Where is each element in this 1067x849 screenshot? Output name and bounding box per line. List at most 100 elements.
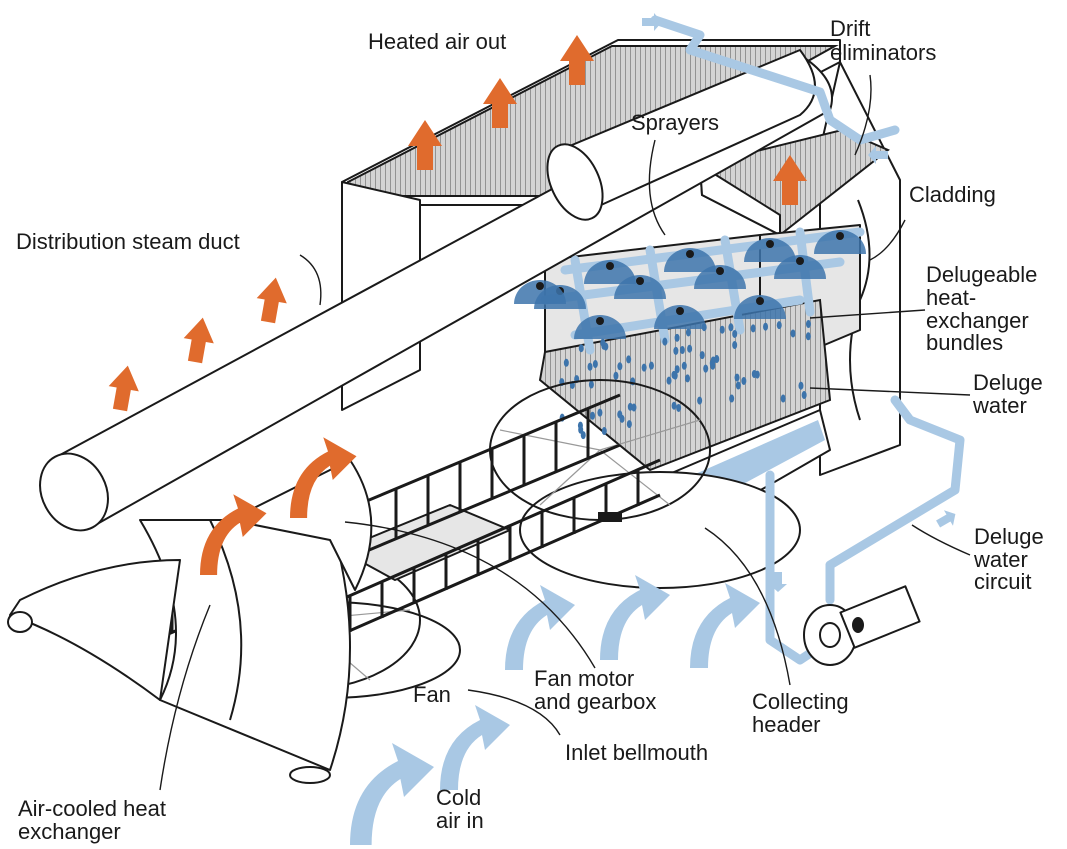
flow-arrow-icon — [769, 572, 787, 592]
water-droplet — [673, 346, 679, 355]
sprayer-nozzle — [766, 240, 774, 248]
water-droplet — [674, 333, 680, 342]
cold-air-arrows — [350, 13, 956, 845]
water-droplet — [776, 321, 782, 330]
up-arrow-icon — [256, 277, 287, 324]
water-droplet — [626, 420, 632, 429]
label-heated-air-out: Heated air out — [368, 29, 506, 54]
label-fan-motor: Fan motor — [534, 666, 634, 691]
sprayer-nozzle — [836, 232, 844, 240]
spray-icon — [744, 238, 796, 262]
label-air-cooled-heat-exchanger-2: exchanger — [18, 819, 121, 844]
leader-lines — [159, 74, 971, 791]
deluge-water-droplets — [559, 320, 811, 440]
label-delugeable-4: bundles — [926, 330, 1003, 355]
water-droplet — [805, 332, 811, 341]
water-droplet — [728, 323, 734, 332]
water-droplet — [763, 322, 769, 331]
spray-icon — [654, 305, 706, 329]
water-droplet — [578, 344, 584, 353]
water-droplet — [719, 325, 725, 334]
water-droplet — [666, 376, 672, 385]
deluge-sprays — [514, 230, 866, 339]
spray-icon — [574, 315, 626, 339]
label-fan-motor-2: and gearbox — [534, 689, 656, 714]
water-droplet — [662, 337, 668, 346]
label-collecting-header: Collecting — [752, 689, 849, 714]
curved-arrow-icon — [690, 583, 760, 668]
water-droplet — [703, 364, 709, 373]
water-droplet — [751, 369, 757, 378]
water-droplet — [592, 360, 598, 369]
curved-arrow-icon — [290, 437, 357, 518]
water-droplet — [626, 355, 632, 364]
rising-air-arrows — [200, 437, 357, 575]
water-droplet — [671, 370, 677, 379]
pump-icon — [803, 585, 921, 666]
spray-icon — [664, 248, 716, 272]
deluge-water-circuit — [650, 15, 965, 666]
water-droplet — [741, 376, 747, 385]
spray-icon — [694, 265, 746, 289]
sprayer-nozzle — [636, 277, 644, 285]
sprayer-nozzle — [716, 267, 724, 275]
label-cold-air: Cold — [436, 785, 481, 810]
sprayer-nozzle — [756, 297, 764, 305]
label-delugeable: Delugeable — [926, 262, 1037, 287]
up-arrow-icon — [183, 317, 214, 364]
water-droplet — [641, 363, 647, 372]
curved-arrow-icon — [350, 743, 434, 845]
flow-arrow-icon — [642, 13, 662, 31]
water-droplet — [679, 346, 685, 355]
water-droplet — [671, 401, 677, 410]
label-sprayers: Sprayers — [631, 110, 719, 135]
flow-arrow-icon — [936, 510, 956, 528]
water-droplet — [734, 373, 740, 382]
water-droplet — [735, 381, 741, 390]
water-droplet — [699, 351, 705, 360]
sprayer-nozzle — [686, 250, 694, 258]
water-droplet — [563, 358, 569, 367]
water-droplet — [714, 355, 720, 364]
water-droplet — [801, 391, 807, 400]
label-deluge-water-circuit-3: circuit — [974, 569, 1031, 594]
label-inlet-bellmouth: Inlet bellmouth — [565, 740, 708, 765]
air-cooled-heat-exchanger — [7, 459, 373, 784]
label-delugeable-2: heat- — [926, 285, 976, 310]
sprayer-nozzle — [606, 262, 614, 270]
spray-icon — [734, 295, 786, 319]
water-droplet — [798, 381, 804, 390]
up-arrow-icon — [108, 365, 139, 412]
water-droplet — [631, 403, 637, 412]
up-arrow-icon — [773, 155, 807, 205]
water-droplet — [590, 411, 596, 420]
spray-icon — [584, 260, 636, 284]
label-deluge-water-circuit: Deluge — [974, 524, 1044, 549]
label-drift-eliminators-2: eliminators — [830, 40, 936, 65]
sprayer-nozzle — [676, 307, 684, 315]
water-droplet — [685, 374, 691, 383]
label-fan: Fan — [413, 682, 451, 707]
water-droplet — [697, 396, 703, 405]
spray-icon — [814, 230, 866, 254]
water-droplet — [676, 403, 682, 412]
flow-arrow-icon — [868, 146, 888, 164]
water-droplet — [780, 394, 786, 403]
up-arrow-icon — [560, 35, 594, 85]
water-droplet — [674, 365, 680, 374]
label-cladding: Cladding — [909, 182, 996, 207]
curved-arrow-icon — [600, 575, 670, 660]
water-droplet — [732, 341, 738, 350]
heated-air-arrows — [108, 35, 807, 412]
water-droplet — [580, 431, 586, 440]
water-droplet — [600, 338, 606, 347]
water-droplet — [710, 361, 716, 370]
water-droplet — [750, 324, 756, 333]
water-droplet — [627, 402, 633, 411]
label-deluge-water-2: water — [972, 393, 1027, 418]
curved-arrow-icon — [505, 585, 575, 670]
label-cold-air-2: air in — [436, 808, 484, 833]
label-air-cooled-heat-exchanger: Air-cooled heat — [18, 796, 166, 821]
water-droplet — [597, 408, 603, 417]
